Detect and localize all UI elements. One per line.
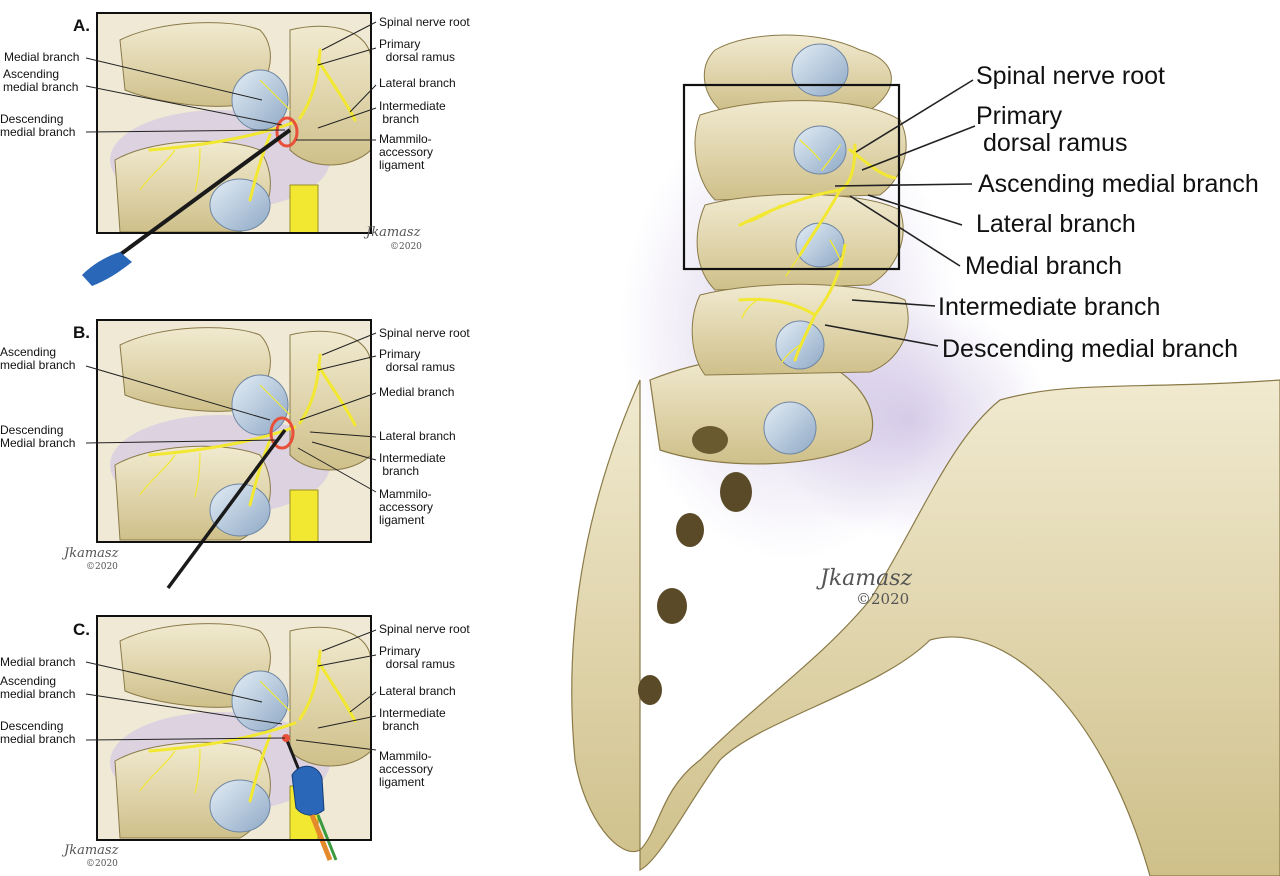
panel-a-label-intermediate: Intermediate branch	[379, 99, 446, 126]
panel-b-label-intermediate: Intermediate branch	[379, 451, 446, 478]
panel-c-label-mammilo: Mammilo- accessory ligament	[379, 749, 434, 789]
panel-a-label-dorsal-ramus: Primary dorsal ramus	[379, 37, 456, 64]
panel-c-label-medial-branch: Medial branch	[0, 655, 76, 669]
panel-b-label-mammilo: Mammilo- accessory ligament	[379, 487, 434, 527]
overview-label-intermediate: Intermediate branch	[938, 293, 1161, 321]
panel-c-label-ascending: Ascending medial branch	[0, 674, 76, 701]
overview-label-descending: Descending medial branch	[942, 335, 1239, 363]
panel-b-label-medial: Medial branch	[379, 385, 455, 399]
panel-a-label-spinal-root: Spinal nerve root	[379, 15, 470, 29]
panel-b-label-ascending: Ascending medial branch	[0, 345, 76, 372]
panel-c-label-dorsal-ramus: Primary dorsal ramus	[379, 644, 456, 671]
panel-a-label-descending: Descending medial branch	[0, 112, 76, 139]
panel-b-copyright: ©2020	[86, 562, 118, 572]
panel-a-copyright: ©2020	[390, 242, 422, 252]
panel-c-copyright: ©2020	[86, 859, 118, 869]
panel-c-label-descending: Descending medial branch	[0, 719, 76, 746]
overview-label-lateral: Lateral branch	[976, 210, 1136, 238]
overview-label-spinal-root: Spinal nerve root	[976, 62, 1166, 90]
overview-signature: Jkamasz	[820, 566, 913, 591]
panel-c-signature: Jkamasz	[64, 843, 119, 858]
panel-c-label-spinal-root: Spinal nerve root	[379, 622, 470, 636]
panel-art-C	[85, 615, 377, 861]
panel-title-c: C.	[73, 620, 90, 639]
panel-art-B	[85, 319, 377, 590]
overview-label-dorsal-ramus: Primary dorsal ramus	[976, 102, 1128, 157]
panel-c-label-intermediate: Intermediate branch	[379, 706, 446, 733]
overview-label-medial: Medial branch	[965, 252, 1123, 280]
overview-copyright: ©2020	[856, 590, 910, 608]
panel-a-label-lateral: Lateral branch	[379, 76, 456, 90]
panel-b-label-descending: Descending Medial branch	[0, 423, 76, 450]
panel-a-label-ascending: Ascending medial branch	[3, 67, 79, 94]
panel-b-label-dorsal-ramus: Primary dorsal ramus	[379, 347, 456, 374]
panel-b-label-lateral: Lateral branch	[379, 429, 456, 443]
panel-a-label-mammilo: Mammilo- accessory ligament	[379, 132, 434, 172]
panel-art-A	[82, 12, 377, 286]
panel-b-signature: Jkamasz	[64, 546, 119, 561]
panel-c-label-lateral: Lateral branch	[379, 684, 456, 698]
panel-a-signature: Jkamasz	[366, 225, 421, 240]
panel-b-label-spinal-root: Spinal nerve root	[379, 326, 470, 340]
spine-overview	[571, 34, 1280, 876]
panel-title-a: A.	[73, 16, 90, 35]
overview-label-ascending: Ascending medial branch	[978, 170, 1259, 198]
panel-a-label-medial-branch: Medial branch	[4, 50, 80, 64]
panel-title-b: B.	[73, 323, 90, 342]
